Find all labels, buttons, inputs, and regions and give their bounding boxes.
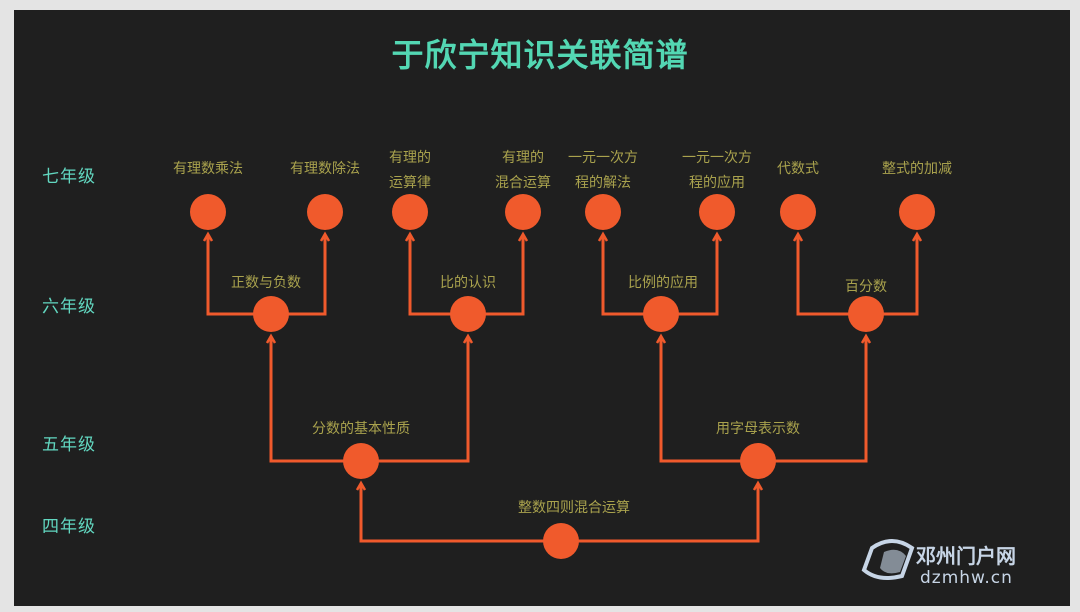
edge-l5-0-right-arrow [462, 333, 474, 344]
edge-l6-0-left [206, 235, 271, 316]
leaf-label-4-line-0: 一元一次方 [568, 150, 638, 166]
diagram-title: 于欣宁知识关联简谱 [391, 36, 689, 74]
edge-l4-right-arrow [752, 480, 764, 491]
edge-l6-0-left-arrow [202, 231, 214, 242]
leaf-label-0-line-0: 有理数乘法 [173, 161, 243, 177]
level4-node [543, 523, 579, 559]
edge-l5-0-left [269, 337, 361, 463]
leaf-node-7 [899, 194, 935, 230]
leaf-label-5-line-1: 程的应用 [689, 175, 745, 191]
level4-label: 整数四则混合运算 [518, 500, 630, 516]
leaf-node-4 [585, 194, 621, 230]
grade-label-7: 七年级 [42, 167, 96, 187]
leaf-node-0 [190, 194, 226, 230]
leaf-node-3 [505, 194, 541, 230]
edge-l6-2-right [661, 235, 719, 316]
leaf-node-2 [392, 194, 428, 230]
leaf-label-1-line-0: 有理数除法 [290, 161, 360, 177]
edge-l6-2-right-arrow [711, 231, 723, 242]
edge-l5-1-left-arrow [655, 333, 667, 344]
edge-l5-0-right [361, 337, 470, 463]
level6-node-3 [848, 296, 884, 332]
edge-l6-2-left [601, 235, 661, 316]
edge-l5-1-left [659, 337, 758, 463]
level6-node-0 [253, 296, 289, 332]
leaf-label-3-line-1: 混合运算 [495, 175, 551, 191]
edge-l5-1-right [758, 337, 868, 463]
edge-l4-right [561, 484, 760, 543]
edge-l6-3-left [796, 235, 866, 316]
level6-node-2 [643, 296, 679, 332]
leaf-label-3-line-0: 有理的 [502, 150, 544, 166]
edge-l6-3-right-arrow [911, 231, 923, 242]
edge-l6-1-right [468, 235, 525, 316]
grade-label-4: 四年级 [42, 517, 96, 537]
edge-l5-1-right-arrow [860, 333, 872, 344]
watermark-logo [861, 539, 915, 580]
leaf-label-5-line-0: 一元一次方 [682, 150, 752, 166]
level6-label-0: 正数与负数 [231, 275, 301, 291]
level5-node-1 [740, 443, 776, 479]
level5-label-0: 分数的基本性质 [312, 421, 410, 437]
diagram-background [14, 10, 1070, 606]
edge-l6-1-left-arrow [404, 231, 416, 242]
edge-l6-0-right-arrow [319, 231, 331, 242]
watermark-url: dzmhw.cn [920, 568, 1013, 588]
node-circles [190, 194, 935, 559]
edge-l6-3-left-arrow [792, 231, 804, 242]
edge-l4-left [359, 484, 561, 543]
leaf-node-5 [699, 194, 735, 230]
edge-l6-2-left-arrow [597, 231, 609, 242]
leaf-label-2-line-1: 运算律 [389, 175, 431, 191]
level5-node-0 [343, 443, 379, 479]
leaf-node-6 [780, 194, 816, 230]
leaf-label-7-line-0: 整式的加减 [882, 161, 952, 177]
leaf-label-4-line-1: 程的解法 [575, 175, 631, 191]
edge-l6-1-left [408, 235, 468, 316]
level5-label-1: 用字母表示数 [716, 421, 800, 437]
grade-label-6: 六年级 [42, 297, 96, 317]
grade-label-5: 五年级 [42, 435, 96, 455]
edge-l6-1-right-arrow [517, 231, 529, 242]
leaf-node-1 [307, 194, 343, 230]
level6-node-1 [450, 296, 486, 332]
level6-label-3: 百分数 [845, 279, 887, 295]
leaf-label-2-line-0: 有理的 [389, 150, 431, 166]
level6-label-2: 比例的应用 [628, 275, 698, 291]
level6-label-1: 比的认识 [440, 275, 496, 291]
leaf-label-6-line-0: 代数式 [777, 161, 819, 177]
edge-l4-left-arrow [355, 480, 367, 491]
edge-l5-0-left-arrow [265, 333, 277, 344]
watermark-site-name: 邓州门户网 [916, 544, 1016, 568]
